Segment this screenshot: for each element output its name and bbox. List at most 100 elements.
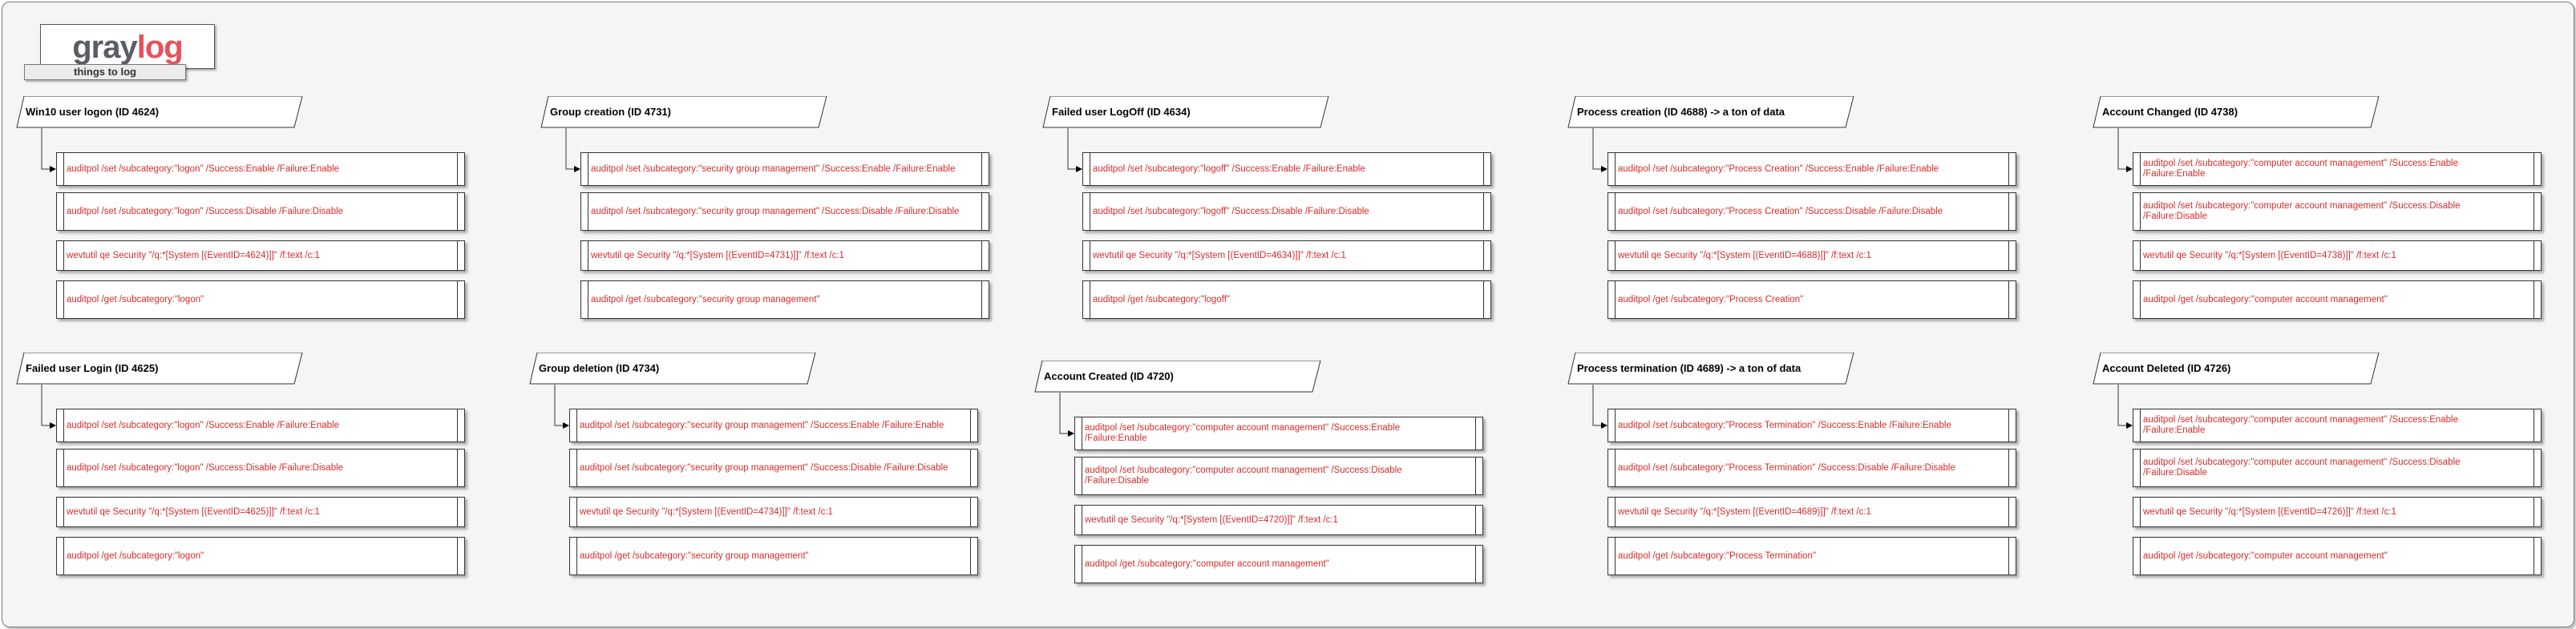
command-box: wevtutil qe Security "/q:*[System [(Even… [1082,240,1491,271]
group-title: Failed user Login (ID 4625) [16,353,303,385]
command-box: auditpol /set /subcategory:"security gro… [580,192,989,231]
command-text: auditpol /set /subcategory:"security gro… [591,163,956,174]
command-box: wevtutil qe Security "/q:*[System [(Even… [1607,240,2016,271]
title-shape [2093,353,2380,385]
group-title-text: Win10 user logon (ID 4624) [26,106,160,118]
title-shape [2093,96,2380,128]
command-text: auditpol /set /subcategory:"Process Term… [1618,462,1955,473]
command-text: wevtutil qe Security "/q:*[System [(Even… [67,250,320,260]
command-box: auditpol /set /subcategory:"computer acc… [2133,152,2542,186]
command-text: auditpol /set /subcategory:"computer acc… [1085,423,1400,443]
group-title: Group deletion (ID 4734) [529,353,816,385]
command-box: auditpol /get /subcategory:"logon" [56,537,465,575]
connector-line [2117,128,2128,170]
command-box: wevtutil qe Security "/q:*[System [(Even… [569,497,978,527]
title-shape [16,96,303,128]
command-text: auditpol /set /subcategory:"Process Crea… [1618,163,1939,174]
command-text: auditpol /set /subcategory:"computer acc… [2143,458,2461,478]
connector-line [41,128,51,170]
command-box: wevtutil qe Security "/q:*[System [(Even… [1607,497,2016,527]
group-title-text: Group deletion (ID 4734) [539,362,660,374]
logo-text-red: log [136,30,184,65]
command-box: auditpol /get /subcategory:"logon" [56,280,465,319]
command-text: auditpol /get /subcategory:"computer acc… [2143,550,2388,561]
command-box: wevtutil qe Security "/q:*[System [(Even… [1074,505,1483,535]
command-text: auditpol /set /subcategory:"computer acc… [2143,201,2461,221]
command-text: auditpol /set /subcategory:"computer acc… [1085,466,1402,486]
command-box: auditpol /set /subcategory:"computer acc… [2133,192,2542,231]
connector-arrow [2126,422,2133,429]
command-text: wevtutil qe Security "/q:*[System [(Even… [580,506,833,517]
group-title-text: Account Changed (ID 4738) [2102,106,2238,118]
connector-line [1067,128,1078,170]
command-text: auditpol /set /subcategory:"logon" /Succ… [67,420,339,430]
command-text: auditpol /set /subcategory:"logoff" /Suc… [1093,163,1365,174]
command-box: auditpol /set /subcategory:"security gro… [569,409,978,442]
group-title-text: Group creation (ID 4731) [550,106,671,118]
group-title-text: Failed user Login (ID 4625) [26,362,159,374]
command-text: auditpol /get /subcategory:"computer acc… [2143,294,2388,304]
group-title-text: Process creation (ID 4688) -> a ton of d… [1577,106,1785,118]
command-box: auditpol /get /subcategory:"computer acc… [1074,545,1483,583]
command-text: wevtutil qe Security "/q:*[System [(Even… [1618,250,1871,260]
title-shape [529,353,816,385]
command-box: wevtutil qe Security "/q:*[System [(Even… [56,240,465,271]
command-text: auditpol /set /subcategory:"Process Term… [1618,420,1951,430]
connector-arrow [563,422,569,429]
command-text: auditpol /set /subcategory:"security gro… [591,206,960,216]
group-title: Win10 user logon (ID 4624) [16,96,303,128]
connector-arrow [2126,166,2133,172]
command-text: auditpol /set /subcategory:"computer acc… [2143,415,2458,435]
command-box: auditpol /set /subcategory:"logon" /Succ… [56,449,465,487]
group-title: Account Deleted (ID 4726) [2093,353,2380,385]
connector-line [1059,393,1070,434]
command-box: auditpol /set /subcategory:"security gro… [580,152,989,186]
command-box: auditpol /set /subcategory:"computer acc… [2133,449,2542,487]
connector-line [1592,128,1603,170]
command-text: auditpol /get /subcategory:"Process Term… [1618,550,1817,561]
connector-arrow [1068,430,1074,437]
command-text: wevtutil qe Security "/q:*[System [(Even… [591,250,844,260]
group-title: Group creation (ID 4731) [540,96,827,128]
command-box: auditpol /set /subcategory:"computer acc… [1074,457,1483,495]
command-text: auditpol /set /subcategory:"logon" /Succ… [67,462,344,473]
command-text: wevtutil qe Security "/q:*[System [(Even… [2143,250,2396,260]
command-text: auditpol /get /subcategory:"security gro… [580,550,809,561]
logo-text-gray: gray [72,30,137,65]
command-box: auditpol /set /subcategory:"logon" /Succ… [56,152,465,186]
command-box: auditpol /get /subcategory:"logoff" [1082,280,1491,319]
connector-arrow [50,166,56,172]
command-box: auditpol /get /subcategory:"Process Crea… [1607,280,2016,319]
command-box: auditpol /get /subcategory:"security gro… [580,280,989,319]
command-text: auditpol /set /subcategory:"logon" /Succ… [67,206,344,216]
group-title-text: Account Deleted (ID 4726) [2102,362,2231,374]
command-text: auditpol /set /subcategory:"security gro… [580,420,944,430]
command-box: auditpol /set /subcategory:"Process Term… [1607,409,2016,442]
command-text: wevtutil qe Security "/q:*[System [(Even… [1093,250,1346,260]
group-title: Account Changed (ID 4738) [2093,96,2380,128]
command-box: auditpol /set /subcategory:"Process Term… [1607,449,2016,487]
command-box: auditpol /get /subcategory:"Process Term… [1607,537,2016,575]
command-text: auditpol /get /subcategory:"computer acc… [1085,558,1329,569]
command-text: auditpol /set /subcategory:"logoff" /Suc… [1093,206,1369,216]
group-title-text: Account Created (ID 4720) [1044,370,1174,382]
group-title: Account Created (ID 4720) [1034,361,1321,393]
connector-line [1592,385,1603,426]
group-title: Failed user LogOff (ID 4634) [1042,96,1329,128]
command-box: auditpol /set /subcategory:"logon" /Succ… [56,192,465,231]
command-box: auditpol /get /subcategory:"security gro… [569,537,978,575]
connector-line [2117,385,2128,426]
connector-arrow [50,422,56,429]
title-shape [540,96,827,128]
connector-line [554,385,564,426]
command-box: auditpol /set /subcategory:"Process Crea… [1607,192,2016,231]
command-text: auditpol /set /subcategory:"computer acc… [2143,159,2458,179]
command-text: auditpol /set /subcategory:"logon" /Succ… [67,163,339,174]
command-box: wevtutil qe Security "/q:*[System [(Even… [2133,240,2542,271]
graylog-logo-text: graylog [41,26,214,68]
command-box: auditpol /set /subcategory:"computer acc… [2133,409,2542,442]
command-box: wevtutil qe Security "/q:*[System [(Even… [56,497,465,527]
command-text: wevtutil qe Security "/q:*[System [(Even… [1085,514,1338,525]
title-shape [1042,96,1329,128]
command-text: auditpol /get /subcategory:"logon" [67,550,204,561]
